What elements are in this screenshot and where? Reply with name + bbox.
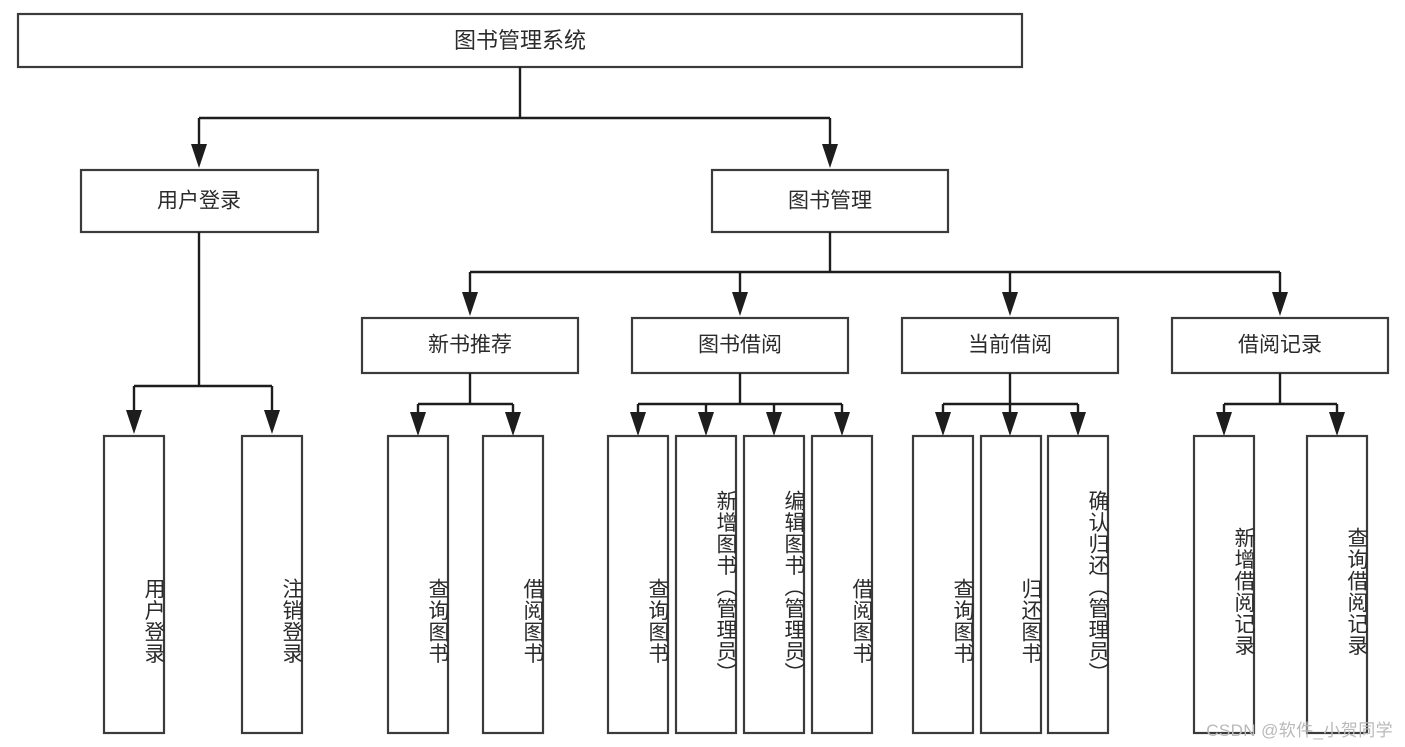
watermark-text: CSDN @软件_小贺同学 bbox=[1206, 721, 1393, 740]
node-book-borrow-label: 图书借阅 bbox=[698, 334, 782, 357]
leaf-box-user-login[interactable] bbox=[102, 434, 166, 735]
arrowhead-icon bbox=[505, 412, 521, 436]
leaf-box-query-borrow-record[interactable] bbox=[1305, 434, 1369, 735]
connector-book-management-to-level3 bbox=[462, 232, 1288, 316]
leaf-box-add-book[interactable] bbox=[674, 434, 738, 735]
arrowhead-icon bbox=[1070, 412, 1086, 436]
arrowhead-icon bbox=[732, 292, 748, 316]
node-new-book-recommend-label: 新书推荐 bbox=[428, 334, 512, 357]
arrowhead-icon bbox=[1216, 412, 1232, 436]
node-new-book-recommend[interactable]: 新书推荐 bbox=[360, 316, 580, 375]
leaf-box-edit-book[interactable] bbox=[742, 434, 806, 735]
arrowhead-icon bbox=[462, 292, 478, 316]
node-current-borrow-box[interactable] bbox=[900, 316, 1120, 375]
leaf-box-borrow-book-2[interactable] bbox=[810, 434, 874, 735]
leaf-box-return-book[interactable] bbox=[979, 434, 1043, 735]
node-borrow-record-label: 借阅记录 bbox=[1238, 334, 1322, 357]
arrowhead-icon bbox=[698, 412, 714, 436]
arrowhead-icon bbox=[1272, 292, 1288, 316]
arrowhead-icon bbox=[822, 144, 838, 168]
leaf-box-query-book-1[interactable] bbox=[386, 434, 450, 735]
leaf-box-query-book-2[interactable] bbox=[606, 434, 670, 735]
arrowhead-icon bbox=[630, 412, 646, 436]
arrowhead-icon bbox=[1002, 292, 1018, 316]
arrowhead-icon bbox=[1329, 412, 1345, 436]
arrowhead-icon bbox=[766, 412, 782, 436]
node-new-book-recommend-box[interactable] bbox=[360, 316, 580, 375]
connector-root-to-level2 bbox=[191, 67, 838, 168]
connector-user-login-to-leaves bbox=[126, 232, 280, 434]
leaf-box-borrow-book-1[interactable] bbox=[481, 434, 545, 735]
node-book-management-label: 图书管理 bbox=[788, 190, 872, 213]
node-book-borrow[interactable]: 图书借阅 bbox=[630, 316, 850, 375]
node-user-login[interactable]: 用户登录 bbox=[79, 168, 320, 234]
arrowhead-icon bbox=[1002, 412, 1018, 436]
node-user-login-label: 用户登录 bbox=[157, 190, 241, 213]
leaf-box-logout[interactable] bbox=[240, 434, 304, 735]
arrowhead-icon bbox=[935, 412, 951, 436]
node-borrow-record[interactable]: 借阅记录 bbox=[1170, 316, 1390, 375]
node-root-label: 图书管理系统 bbox=[454, 28, 586, 53]
connector-new-book-recommend-to-leaves bbox=[410, 373, 521, 436]
node-current-borrow-label: 当前借阅 bbox=[968, 334, 1052, 357]
arrowhead-icon bbox=[264, 410, 280, 434]
arrowhead-icon bbox=[834, 412, 850, 436]
node-current-borrow[interactable]: 当前借阅 bbox=[900, 316, 1120, 375]
node-book-management[interactable]: 图书管理 bbox=[710, 168, 950, 234]
arrowhead-icon bbox=[410, 412, 426, 436]
node-root[interactable]: 图书管理系统 bbox=[16, 12, 1024, 69]
node-root-box[interactable] bbox=[16, 12, 1024, 69]
arrowhead-icon bbox=[191, 144, 207, 168]
leaf-box-confirm-return[interactable] bbox=[1046, 434, 1110, 735]
leaf-box-add-borrow-record[interactable] bbox=[1192, 434, 1256, 735]
connector-borrow-record-to-leaves bbox=[1216, 373, 1345, 436]
node-user-login-box[interactable] bbox=[79, 168, 320, 234]
connector-current-borrow-to-leaves bbox=[935, 373, 1086, 436]
connector-book-borrow-to-leaves bbox=[630, 373, 850, 436]
leaf-box-query-book-3[interactable] bbox=[911, 434, 975, 735]
arrowhead-icon bbox=[126, 410, 142, 434]
